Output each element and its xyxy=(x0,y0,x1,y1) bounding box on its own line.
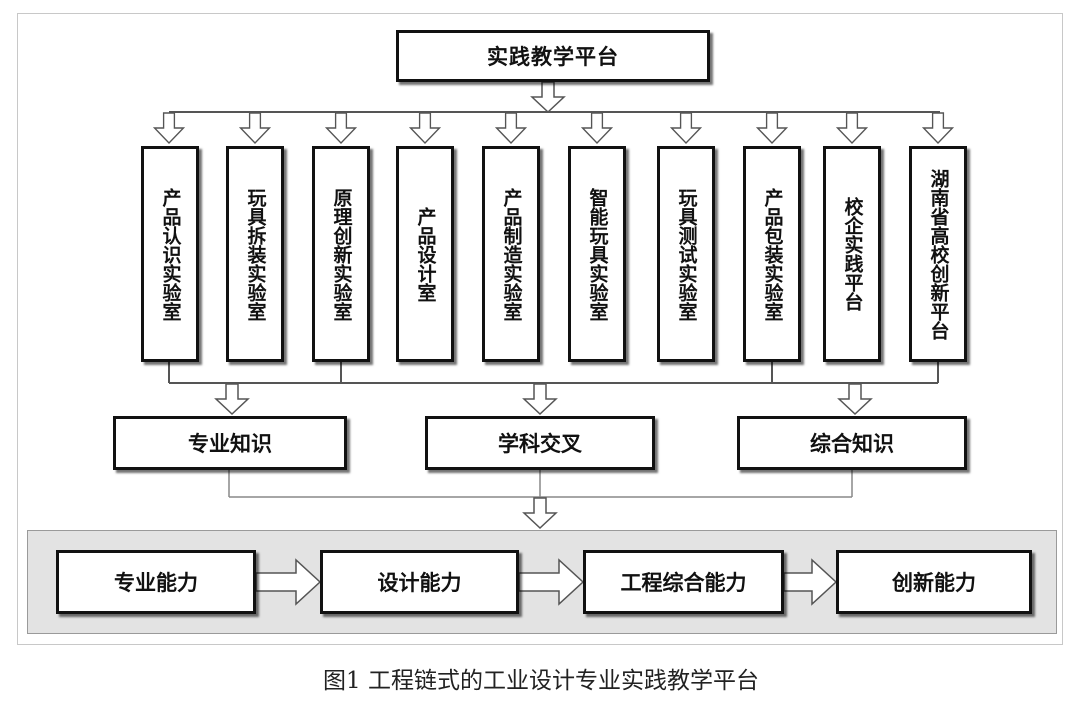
arrow-to-abilities xyxy=(523,497,557,529)
ability-box-4: 创新能力 xyxy=(836,550,1032,614)
ability-box-2: 设计能力 xyxy=(320,550,519,614)
platform-down-arrow xyxy=(531,81,565,113)
lab-box-5: 产品制造实验室 xyxy=(482,146,540,362)
ability-box-1: 专业能力 xyxy=(56,550,256,614)
lab-box-3: 原理创新实验室 xyxy=(312,146,370,362)
arrow-lab-8 xyxy=(756,112,788,144)
lab-box-2: 玩具拆装实验室 xyxy=(226,146,284,362)
lab-box-6: 智能玩具实验室 xyxy=(568,146,626,362)
lab-box-9: 校企实践平台 xyxy=(823,146,881,362)
arrow-lab-4 xyxy=(409,112,441,144)
arrow-lab-1 xyxy=(153,112,185,144)
lab-box-7: 玩具测试实验室 xyxy=(657,146,715,362)
knowledge-box-2: 学科交叉 xyxy=(425,416,655,470)
lab-box-4: 产品设计室 xyxy=(396,146,454,362)
ability-box-3: 工程综合能力 xyxy=(583,550,784,614)
arrow-lab-10 xyxy=(922,112,954,144)
arrow-knowledge-2 xyxy=(523,383,557,415)
lab-box-10: 湖南省高校创新平台 xyxy=(909,146,967,362)
arrow-lab-3 xyxy=(325,112,357,144)
arrow-knowledge-3 xyxy=(838,383,872,415)
ability-arrows xyxy=(255,558,838,606)
arrow-lab-2 xyxy=(239,112,271,144)
knowledge-box-1: 专业知识 xyxy=(113,416,347,470)
arrow-lab-9 xyxy=(836,112,868,144)
arrow-lab-7 xyxy=(670,112,702,144)
platform-box: 实践教学平台 xyxy=(396,30,710,82)
arrow-lab-6 xyxy=(581,112,613,144)
knowledge-box-3: 综合知识 xyxy=(737,416,967,470)
arrow-lab-5 xyxy=(495,112,527,144)
lab-box-1: 产品认识实验室 xyxy=(141,146,199,362)
figure-caption: 图1 工程链式的工业设计专业实践教学平台 xyxy=(323,668,759,694)
lab-box-8: 产品包装实验室 xyxy=(743,146,801,362)
arrow-knowledge-1 xyxy=(215,383,249,415)
